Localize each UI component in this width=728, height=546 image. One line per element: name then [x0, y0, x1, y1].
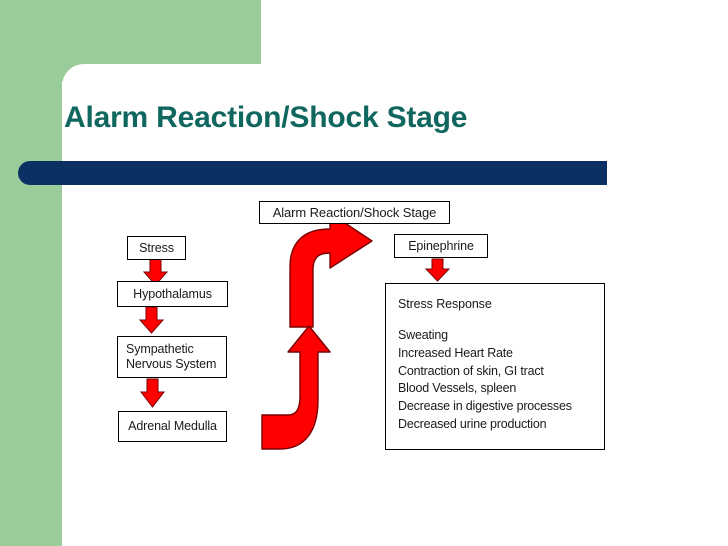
list-item: Increased Heart Rate: [398, 345, 513, 360]
stress-response-heading: Stress Response: [398, 297, 492, 311]
list-item: Blood Vessels, spleen: [398, 381, 517, 396]
down-arrow-icon-epinephrine-to-response: [424, 258, 451, 282]
curved-arrow-up-right-icon: [289, 212, 373, 328]
list-item: Sweating: [398, 328, 448, 342]
node-hypothalamus: Hypothalamus: [117, 281, 228, 307]
down-arrow-icon-hypothalamus-to-sns: [138, 306, 165, 334]
node-sympathetic-nervous-system: Sympathetic Nervous System: [117, 336, 227, 378]
page-title: Alarm Reaction/Shock Stage: [64, 101, 468, 134]
list-item: Decreased urine production: [398, 416, 547, 431]
node-stress: Stress: [127, 236, 186, 260]
node-adrenal-medulla: Adrenal Medulla: [118, 411, 227, 442]
list-item: Decrease in digestive processes: [398, 399, 572, 413]
title-underline-bar: [18, 161, 607, 185]
stress-response-list: Sweating Increased Heart Rate Contractio…: [398, 327, 604, 434]
green-left-band: [0, 0, 62, 546]
diagram-title-box: Alarm Reaction/Shock Stage: [259, 201, 450, 224]
node-epinephrine: Epinephrine: [394, 234, 488, 258]
curved-arrow-up-icon: [261, 325, 331, 450]
list-item: Contraction of skin, GI tract: [398, 363, 544, 378]
down-arrow-icon-sns-to-adrenal: [139, 378, 166, 408]
stress-response-box: Stress Response Sweating Increased Heart…: [385, 283, 605, 450]
